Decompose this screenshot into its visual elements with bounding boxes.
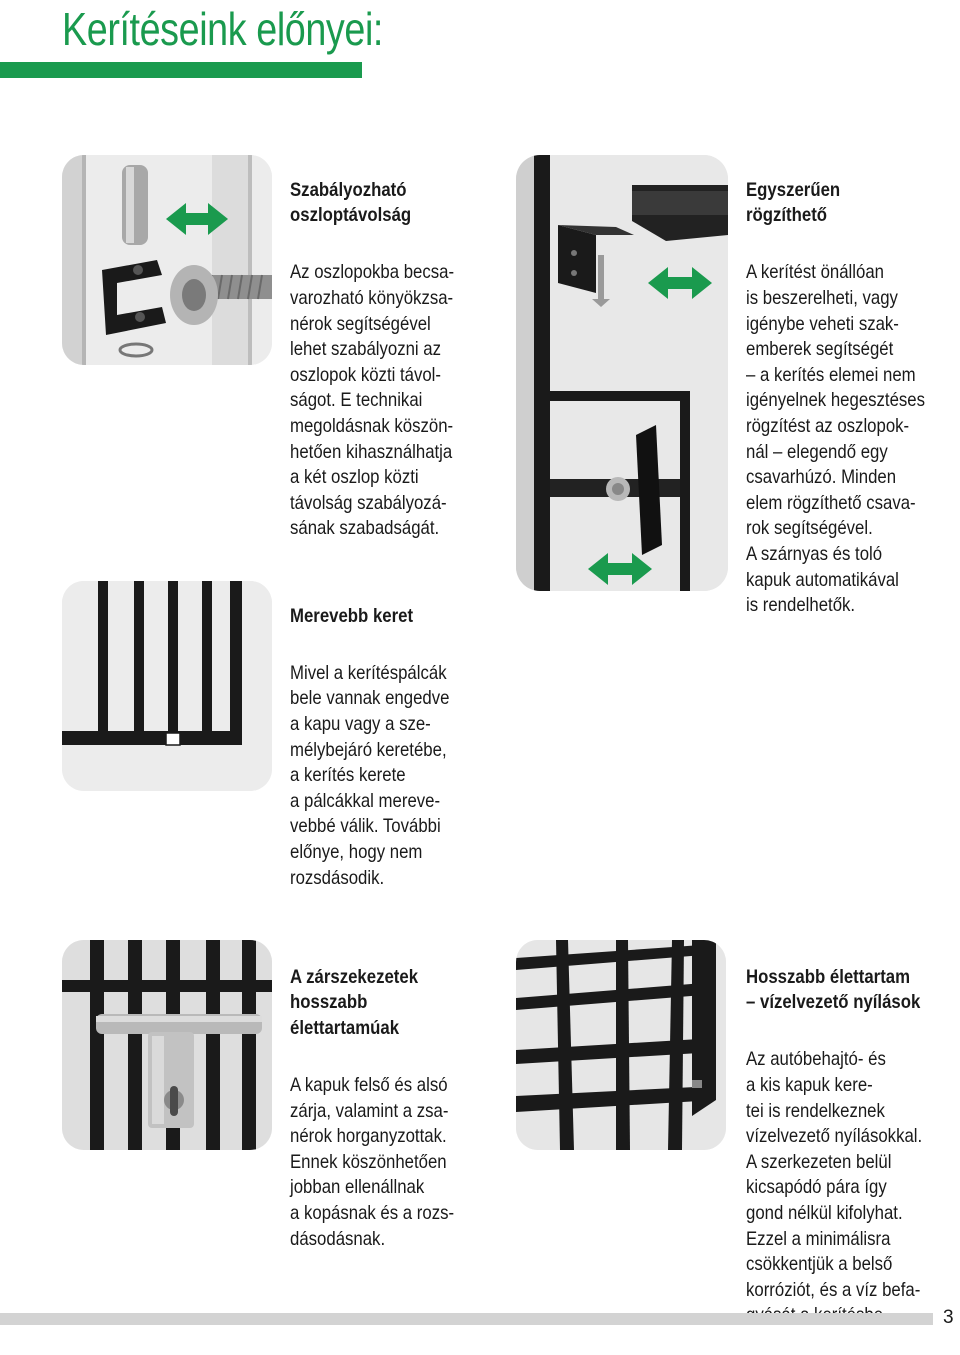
- drainage-frame-icon: [516, 940, 726, 1150]
- drainage-frame-photo: [516, 940, 726, 1150]
- feature-easy-mounting: Egyszerűen rögzíthető A kerítést önállóa…: [746, 152, 952, 644]
- footer-bar: [0, 1313, 933, 1325]
- feature-long-life-locks: A zárszekezetek hosszabb élettartamúak A…: [290, 939, 488, 1278]
- feature-heading: Hosszabb élettartam – vízelvezető nyílás…: [746, 965, 921, 1014]
- bracket-mounting-icon: [516, 155, 728, 591]
- hinge-parts-icon: [62, 155, 272, 365]
- feature-body: A kapuk felső és alsó zárja, valamint a …: [290, 1073, 455, 1250]
- title-underline-bar: [0, 62, 362, 78]
- bracket-mounting-photo: [516, 155, 728, 591]
- gate-latch-photo: [62, 940, 272, 1150]
- feature-body: Mivel a kerítéspálcák bele vannak engedv…: [290, 661, 450, 889]
- feature-heading: A zárszekezetek hosszabb élettartamúak: [290, 965, 419, 1039]
- gate-frame-icon: [62, 581, 272, 791]
- feature-drainage-holes: Hosszabb élettartam – vízelvezető nyílás…: [746, 939, 952, 1355]
- gate-frame-photo: [62, 581, 272, 791]
- page-number: 3: [943, 1307, 954, 1328]
- feature-heading: Merevebb keret: [290, 604, 414, 627]
- feature-body: Az autóbehajtó- és a kis kapuk kere- tei…: [746, 1048, 923, 1326]
- feature-body: Az oszlopokba becsa- varozható könyökzsa…: [290, 261, 455, 540]
- hinge-parts-photo: [62, 155, 272, 365]
- feature-rigid-frame: Merevebb keret Mivel a kerítéspálcák bel…: [290, 578, 488, 917]
- page-title: Kerítéseink előnyei:: [62, 3, 383, 55]
- feature-body: A kerítést önállóan is beszerelheti, vag…: [746, 261, 926, 617]
- feature-adjustable-spacing: Szabályozható oszloptávolság Az oszlopok…: [290, 152, 488, 568]
- gate-latch-icon: [62, 940, 272, 1150]
- feature-heading: Egyszerűen rögzíthető: [746, 178, 841, 227]
- feature-heading: Szabályozható oszloptávolság: [290, 178, 412, 227]
